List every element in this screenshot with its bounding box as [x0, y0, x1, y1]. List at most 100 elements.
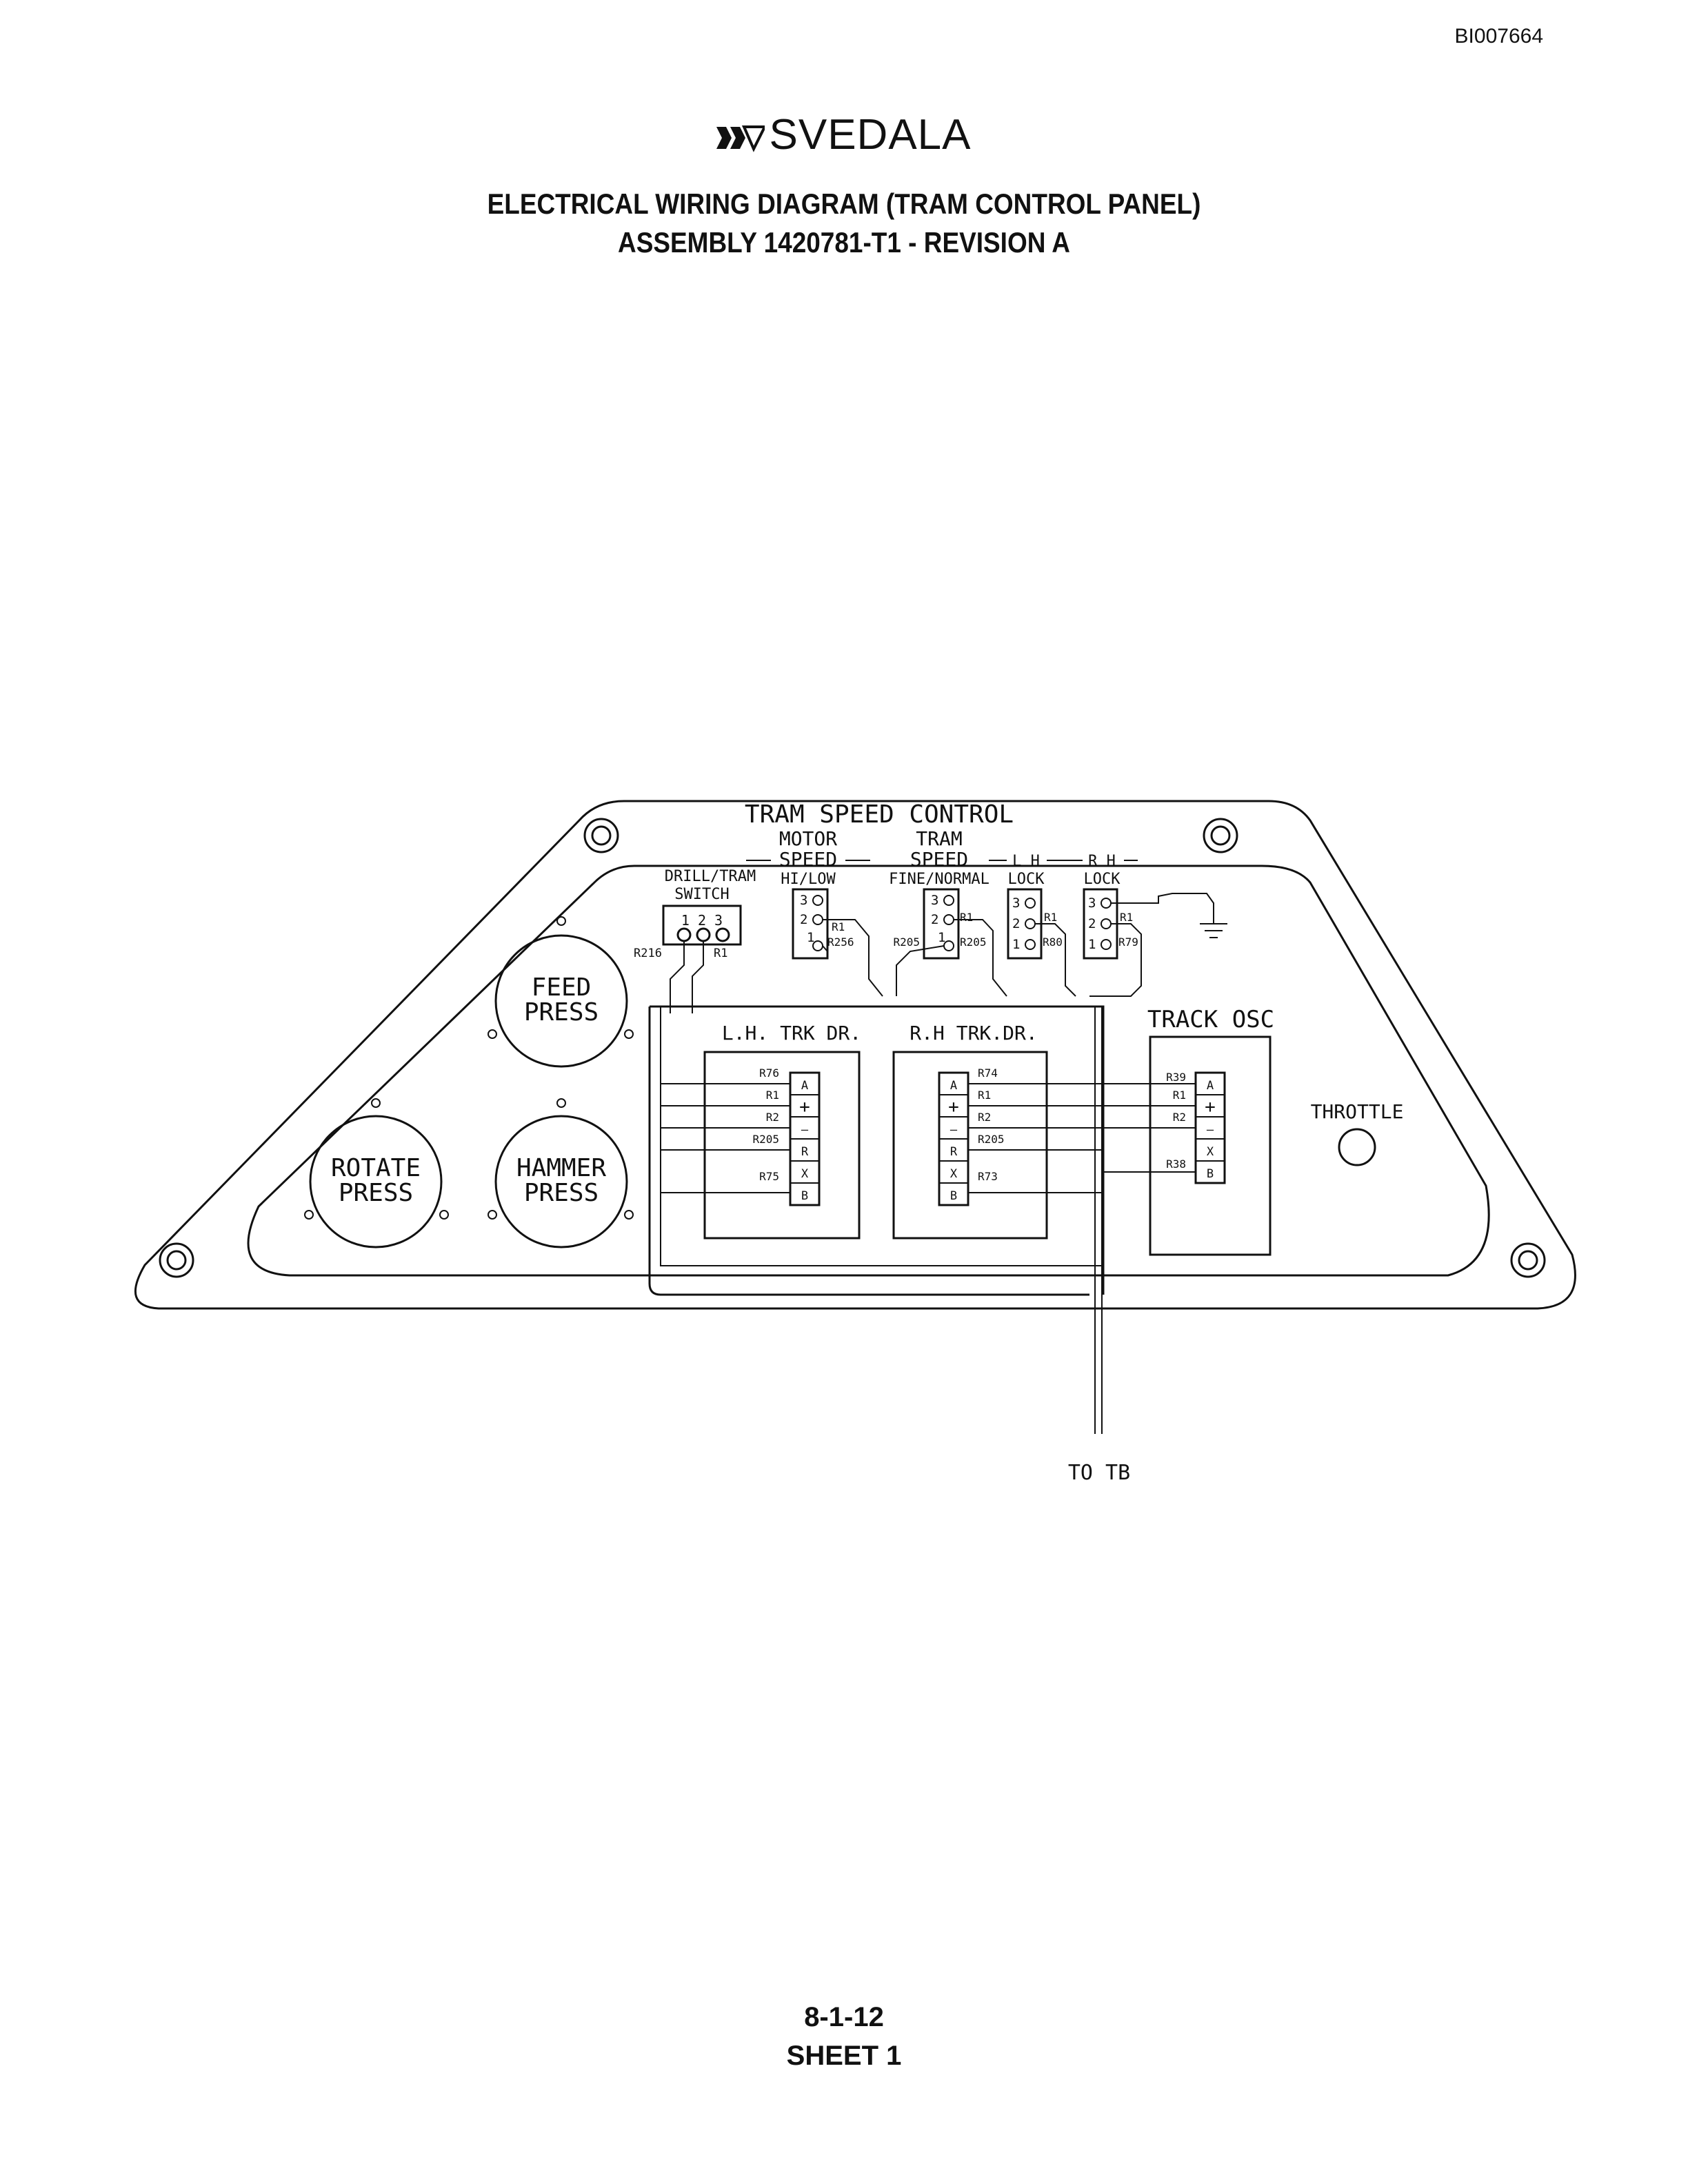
- pin-label: B: [801, 1189, 808, 1203]
- throttle-knob: [1338, 1128, 1376, 1166]
- switch-pin-label: 2: [1012, 916, 1020, 931]
- wire-label: R205: [752, 1133, 779, 1146]
- switch-pin-numbers: 1 2 3: [681, 912, 723, 929]
- pin-label: R: [950, 1145, 958, 1159]
- switch-pin-label: 3: [1012, 896, 1020, 911]
- motor-speed-switch: [792, 888, 829, 960]
- diagram-subtitle: ASSEMBLY 1420781-T1 - REVISION A: [618, 226, 1070, 259]
- feed-press-gauge: FEED PRESS: [488, 916, 634, 1068]
- pin-label: A: [950, 1079, 957, 1093]
- tram-speed-label: SPEED: [910, 848, 968, 871]
- switch-pin-label: 3: [931, 893, 938, 908]
- switch-pin-label: 1: [807, 930, 814, 945]
- lh-lock-label: LOCK: [1008, 871, 1045, 888]
- wire-label: R80: [1043, 936, 1063, 949]
- tram-speed-label: TRAM: [916, 827, 962, 850]
- pin-label: X: [1207, 1145, 1214, 1159]
- wire-label: R73: [978, 1170, 998, 1183]
- motor-speed-label: MOTOR: [779, 827, 837, 850]
- panel-inner-outline: [247, 865, 1490, 1277]
- switch-pin-label: 2: [800, 912, 807, 927]
- pin-label: +: [1205, 1097, 1216, 1118]
- drill-switch-label: SWITCH: [674, 886, 729, 903]
- harness-outline: [650, 1005, 1105, 1295]
- switch-pin-label: 1: [1012, 937, 1020, 952]
- harness-outline: [648, 1007, 1089, 1296]
- wire-label: R75: [759, 1170, 779, 1183]
- throttle-label: THROTTLE: [1311, 1100, 1404, 1123]
- drill-tram-switch: [662, 904, 742, 946]
- drill-switch-label: DRILL/TRAM: [665, 868, 756, 885]
- wire-label: R1: [960, 911, 973, 924]
- wire-label: R1: [1120, 911, 1133, 924]
- brand-name: SVEDALA: [769, 111, 972, 159]
- motor-speed-label: SPEED: [779, 848, 837, 871]
- brand-header: SVEDALA: [0, 110, 1688, 159]
- ground-icon: [1200, 923, 1227, 938]
- diagram-title: ELECTRICAL WIRING DIAGRAM (TRAM CONTROL …: [487, 188, 1201, 220]
- pin-label: +: [948, 1097, 959, 1118]
- pin-label: A: [801, 1079, 808, 1093]
- switch-pin-label: 1: [1088, 937, 1096, 952]
- svg-text:PRESS: PRESS: [524, 1179, 599, 1207]
- wire-label: R1: [978, 1089, 991, 1102]
- pin-label: —: [950, 1123, 958, 1137]
- rh-trk-connector: [938, 1071, 969, 1206]
- wire-label: R79: [1118, 936, 1138, 949]
- wire-label: R39: [1166, 1071, 1186, 1084]
- page-number: 8-1-12: [804, 2002, 884, 2032]
- rh-trk-module: [892, 1051, 1048, 1240]
- panel-heading: TRAM SPEED CONTROL: [745, 800, 1014, 829]
- switch-pin-label: 2: [1088, 916, 1096, 931]
- wire-label: R205: [893, 936, 920, 949]
- track-osc-label: TRACK OSC: [1147, 1006, 1274, 1033]
- tram-speed-label: FINE/NORMAL: [889, 871, 989, 888]
- mounting-hole: [1510, 1242, 1546, 1278]
- pin-label: R: [801, 1145, 809, 1159]
- switch-pin-label: 1: [938, 930, 945, 945]
- svg-text:HAMMER: HAMMER: [516, 1154, 606, 1182]
- rh-trk-label: R.H TRK.DR.: [910, 1022, 1037, 1044]
- wire-label: R1: [766, 1089, 779, 1102]
- wire-label: R38: [1166, 1157, 1186, 1171]
- pin-label: —: [1207, 1123, 1214, 1137]
- svg-text:PRESS: PRESS: [524, 998, 599, 1027]
- wire-label: R205: [978, 1133, 1005, 1146]
- pin-label: +: [799, 1097, 810, 1118]
- lh-trk-module: [703, 1051, 861, 1240]
- wire-label: R1: [1173, 1089, 1186, 1102]
- mounting-hole: [1203, 818, 1238, 853]
- svg-text:PRESS: PRESS: [339, 1179, 413, 1207]
- wire-label: R256: [827, 936, 854, 949]
- lh-trk-connector: [789, 1071, 821, 1206]
- lh-lock-label: L H: [1012, 853, 1040, 870]
- motor-speed-label: HI/LOW: [781, 871, 836, 888]
- wire-label: R2: [1173, 1111, 1186, 1124]
- svedala-logo-icon: [716, 123, 765, 153]
- rotate-press-gauge: ROTATE PRESS: [304, 1098, 449, 1248]
- to-tb-label: TO TB: [1068, 1461, 1130, 1485]
- pin-label: A: [1207, 1079, 1214, 1093]
- track-osc-module: [1149, 1035, 1272, 1256]
- hammer-press-gauge: HAMMER PRESS: [488, 1098, 634, 1248]
- switch-pin-label: 3: [1088, 896, 1096, 911]
- wire-label: R76: [759, 1066, 779, 1080]
- pin-label: X: [801, 1167, 809, 1181]
- sheet-number: SHEET 1: [786, 2041, 902, 2071]
- pin-label: —: [801, 1123, 809, 1137]
- svg-text:ROTATE: ROTATE: [331, 1154, 421, 1182]
- pin-label: B: [950, 1189, 957, 1203]
- wire-label: R1: [1044, 911, 1057, 924]
- tram-speed-switch: [923, 888, 960, 960]
- wire-label: R74: [978, 1066, 998, 1080]
- mounting-hole: [159, 1242, 194, 1278]
- wire-label: R2: [978, 1111, 991, 1124]
- wire-label: R216: [634, 947, 662, 960]
- pin-label: X: [950, 1167, 958, 1181]
- wire-label: R1: [714, 947, 727, 960]
- panel-outline: [134, 800, 1576, 1310]
- rh-lock-label: LOCK: [1084, 871, 1121, 888]
- wire-label: R1: [832, 920, 845, 933]
- svg-text:FEED: FEED: [532, 973, 592, 1002]
